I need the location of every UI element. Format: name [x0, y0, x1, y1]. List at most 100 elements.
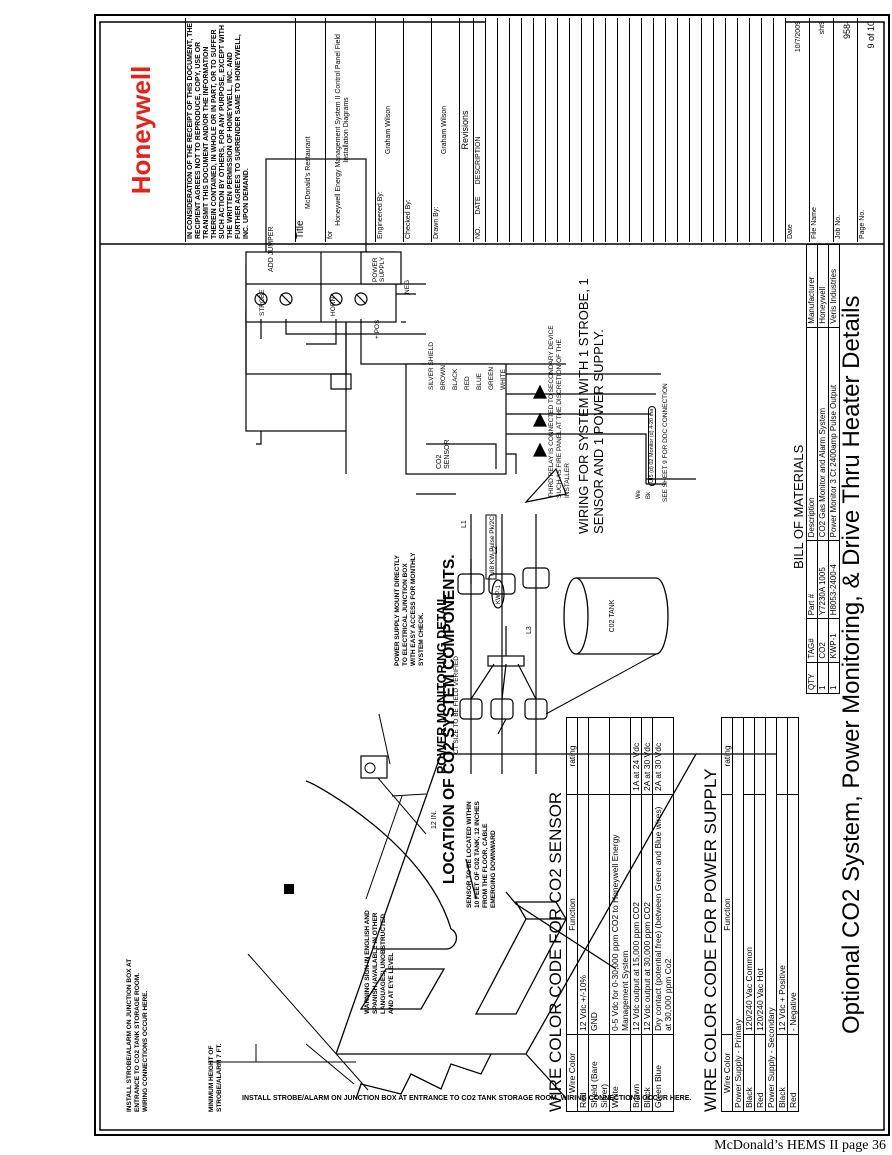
cell: Black	[743, 1034, 755, 1112]
engineered-label: Engineered By:	[377, 191, 384, 239]
pm-kwp: KWP-1	[496, 584, 502, 604]
checked-cell: Checked By:	[404, 18, 432, 242]
wire-blue: BLUE	[476, 373, 483, 390]
cell: Red	[577, 1034, 589, 1112]
revisions-label: Revisions	[460, 18, 474, 242]
table-row: Shield (Bare Silver)GND	[588, 717, 610, 1112]
rev-desc: DESCRIPTION	[475, 136, 482, 185]
co2-sensor-enclosure	[405, 363, 507, 475]
cell: 1A at 24 Vdc	[630, 717, 642, 795]
table-row: Red- Negative	[787, 717, 799, 1112]
th-tag: TAG#	[806, 618, 818, 663]
cell: CO2 Gas Monitor and Alarm System	[817, 327, 829, 541]
power-supply-box	[360, 251, 402, 285]
tank-label: C02 TANK	[609, 599, 616, 632]
rev-no: NO.	[475, 226, 482, 239]
pm-pulse: UI8 KW Pulse Pk/2C	[489, 516, 496, 576]
install-note: INSTALL STROBE/ALARM ON JUNCTION BOX AT …	[126, 958, 149, 1112]
leader-install	[247, 953, 369, 1091]
cell: Brown	[630, 1034, 642, 1112]
wire-silver-shield: SILVER SHIELD	[428, 342, 435, 390]
table-header-row: Wire Color Function rating	[721, 717, 733, 1112]
date-cell: Date 10/7/2009	[786, 18, 810, 242]
dim-label: 12 IN.	[431, 810, 438, 829]
ui-tag: UI5 (d) 02 Monitor (d) 4-20 ma	[648, 405, 656, 486]
drawn-label: Drawn By:	[433, 206, 440, 239]
file-value: sht9	[819, 21, 826, 35]
see-sheet-note: SEE SHEET 9 FOR DDC CONNECTION	[662, 383, 669, 502]
th-wire-color: Wire Color	[721, 1034, 733, 1112]
rev-date: DATE	[475, 196, 482, 215]
disclaimer-cell: IN CONSIDERATION OF THE RECEIPT OF THIS …	[186, 18, 296, 242]
power-mount-note: POWER SUPPLY MOUNT DIRECTLY TO ELECTRICA…	[394, 552, 425, 666]
pm-l1: L1	[461, 520, 468, 528]
page-value: 9 of 10	[866, 21, 876, 49]
table-section-row: Power Supply - Secondary	[765, 717, 777, 1112]
power-monitoring-detail	[457, 514, 550, 774]
for-label: for	[327, 230, 334, 239]
cell: CO2	[817, 618, 829, 663]
th-manufacturer: Manufacturer	[806, 244, 818, 328]
cell: 120/240 Vac Common	[743, 794, 755, 1035]
engineered-cell: Engineered By: Graham Wilson	[376, 18, 404, 242]
pm-pulse-box	[485, 514, 497, 580]
wiring-heading: WIRING FOR SYSTEM WITH 1 STROBE, 1 SENSO…	[576, 278, 606, 534]
cell: Red	[787, 1034, 799, 1112]
for-value: Honeywell Energy Management System II Co…	[335, 34, 350, 226]
section-primary: Power Supply - Primary	[732, 717, 744, 1112]
cell: 12 Vdc + Positive	[776, 794, 788, 1035]
warning-note: WARNING SIGN IN ENGLISH AND SPANISH (AVA…	[364, 910, 395, 1014]
th-function: Function	[721, 794, 733, 1035]
page-label: Page No.	[859, 209, 866, 239]
cell: Shield (Bare Silver)	[588, 1034, 610, 1112]
cell: Y7230A 1005	[817, 540, 829, 619]
cell: 1	[817, 662, 829, 694]
cell: 2A at 30 Vdc	[652, 717, 674, 795]
room-door	[359, 968, 446, 1010]
cell	[577, 717, 589, 795]
wiring-overlay	[245, 251, 696, 503]
job-cell: Job No. 958-	[834, 18, 858, 242]
th-description: Description	[806, 327, 818, 541]
cell: White	[609, 1034, 631, 1112]
cell	[776, 717, 788, 795]
cell	[588, 717, 610, 795]
cell: - Negative	[787, 794, 799, 1035]
th-rating: rating	[566, 717, 578, 795]
cell: 2A at 30 Vdc	[641, 717, 653, 795]
drawing-sheet: INSTALL STROBE/ALARM ON JUNCTION BOX AT …	[94, 14, 890, 1136]
power-supply-label: POWER SUPPLY	[372, 256, 386, 282]
cell: GND	[588, 794, 610, 1035]
date-label: Date	[787, 224, 794, 239]
for-cell: for Honeywell Energy Management System I…	[326, 18, 376, 242]
leader-warning	[305, 1043, 355, 1085]
wire-list: SILVER SHIELD BROWN BLACK RED BLUE GREEN…	[426, 342, 510, 390]
file-cell: File Name sht9	[810, 18, 834, 242]
title-block: Honeywell IN CONSIDERATION OF THE RECEIP…	[96, 18, 886, 242]
sensor-note: SENSOR TO BE LOCATED WITHIN 10 FEET OF C…	[466, 801, 497, 908]
height-note: MINIMUM HEIGHT OF STROBE/ALARM 7 FT.	[208, 1043, 223, 1112]
co2-tank	[545, 577, 669, 715]
wire-black: BLACK	[452, 368, 459, 390]
pos-label: + POS	[374, 319, 381, 339]
strobe-alarm-box	[284, 884, 294, 894]
th-function: Function	[566, 794, 578, 1035]
cell: 120/240 Vac Hot	[754, 794, 766, 1035]
th-qty: QTY	[806, 662, 818, 694]
wire-brown: BROWN	[440, 365, 447, 390]
revision-rows	[486, 18, 786, 242]
cell: Green Blue	[652, 1034, 674, 1112]
checked-label: Checked By:	[405, 199, 412, 239]
cell	[609, 717, 631, 795]
cell	[754, 717, 766, 795]
we-label: We	[636, 490, 642, 499]
wire-white: WHITE	[500, 369, 507, 390]
job-label: Job No.	[835, 214, 842, 239]
cell: 12 Vdc +/-10%	[577, 794, 589, 1035]
drawn-value: Graham Wilson	[441, 105, 448, 155]
table-header-row: Wire Color Function rating	[566, 717, 578, 1112]
